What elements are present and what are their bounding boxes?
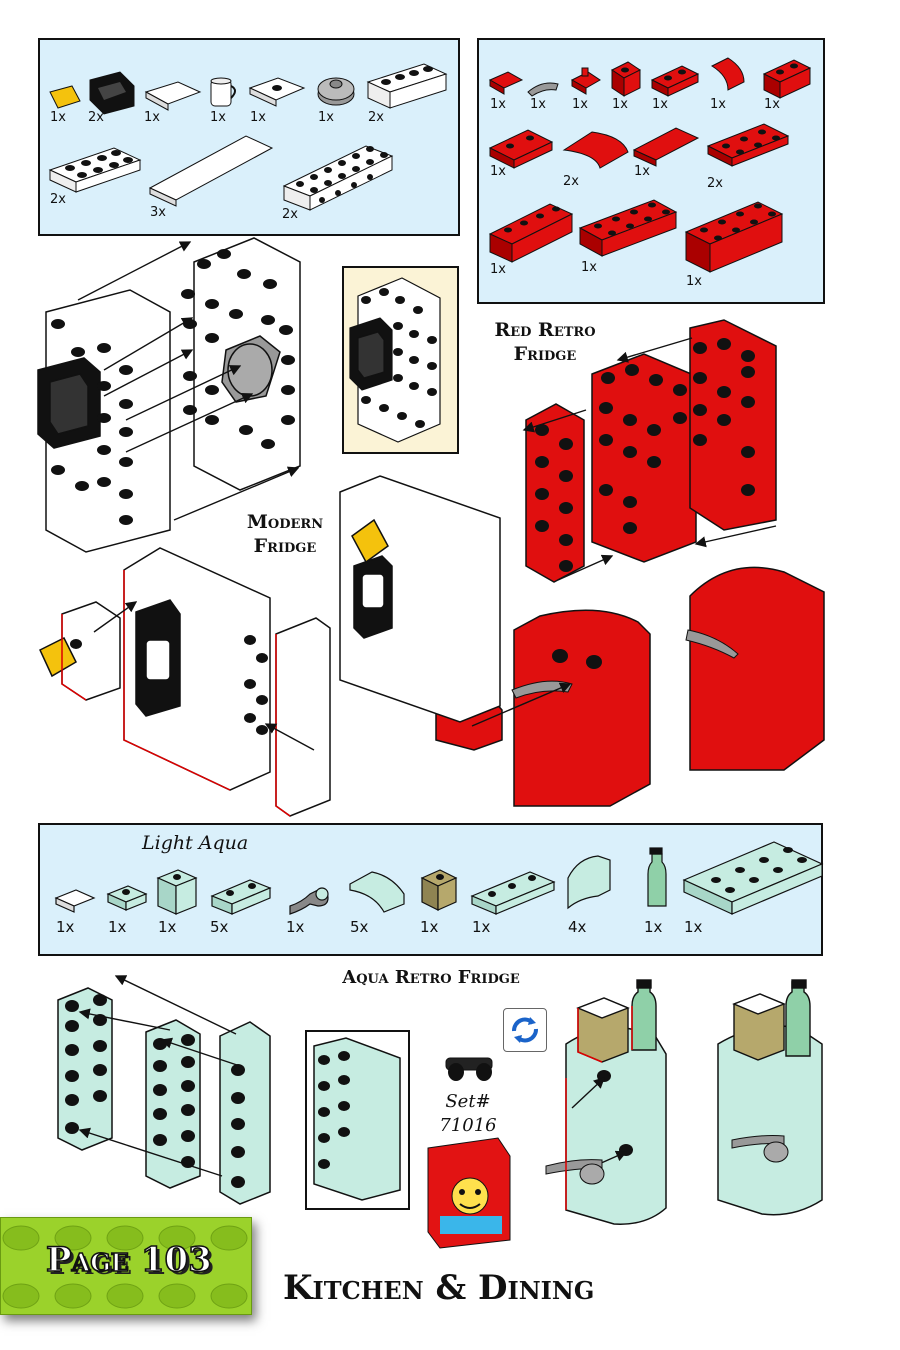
- qty: 1x: [472, 918, 491, 936]
- black-frame-part: [89, 71, 135, 115]
- qty: 5x: [350, 918, 369, 936]
- qty: 1x: [286, 918, 305, 936]
- qty: 5x: [210, 918, 229, 936]
- qty: 1x: [710, 97, 726, 112]
- red-fridge-label: Red Retro Fridge: [494, 319, 596, 365]
- qty: 1x: [612, 97, 628, 112]
- modern-fridge-open: [39, 547, 331, 817]
- qty: 1x: [644, 918, 663, 936]
- qty: 1x: [144, 110, 160, 125]
- page-tab: [0, 1217, 252, 1315]
- qty: 1x: [490, 164, 506, 179]
- qty: 4x: [568, 918, 587, 936]
- aqua-panel-title: Light Aqua: [142, 832, 249, 854]
- qty: 1x: [634, 164, 650, 179]
- qty: 1x: [250, 110, 266, 125]
- krusty-cereal-box: [427, 1137, 511, 1249]
- qty: 1x: [56, 918, 75, 936]
- aqua-fridge-label: Aqua Retro Fridge: [342, 967, 520, 988]
- page-number: Page 103: [45, 1239, 212, 1281]
- qty: 1x: [50, 110, 66, 125]
- section-title: Kitchen & Dining: [283, 1268, 595, 1308]
- qty: 1x: [581, 260, 597, 275]
- qty: 1x: [764, 97, 780, 112]
- qty: 1x: [490, 262, 506, 277]
- set-label: Set# 71016: [439, 1091, 497, 1136]
- qty: 1x: [158, 918, 177, 936]
- qty: 1x: [530, 97, 546, 112]
- modern-fridge-label: Modern Fridge: [246, 511, 324, 557]
- qty: 1x: [652, 97, 668, 112]
- qty: 2x: [563, 174, 579, 189]
- cup-part: [210, 77, 236, 107]
- qty: 1x: [318, 110, 334, 125]
- aqua-fridge-inset: [305, 1030, 410, 1210]
- qty: 1x: [490, 97, 506, 112]
- qty: 2x: [368, 110, 384, 125]
- grey-turntable-part: [317, 77, 355, 106]
- qty: 1x: [420, 918, 439, 936]
- yellow-sticker-tile: [49, 85, 81, 109]
- swap-icon: [503, 1008, 547, 1052]
- qty: 1x: [686, 274, 702, 289]
- qty: 3x: [150, 205, 166, 220]
- qty: 1x: [108, 918, 127, 936]
- qty: 2x: [88, 110, 104, 125]
- qty: 1x: [210, 110, 226, 125]
- qty: 1x: [572, 97, 588, 112]
- binoculars-part: [445, 1057, 493, 1081]
- qty: 1x: [684, 918, 703, 936]
- qty: 2x: [282, 207, 298, 222]
- qty: 2x: [50, 192, 66, 207]
- qty: 2x: [707, 176, 723, 191]
